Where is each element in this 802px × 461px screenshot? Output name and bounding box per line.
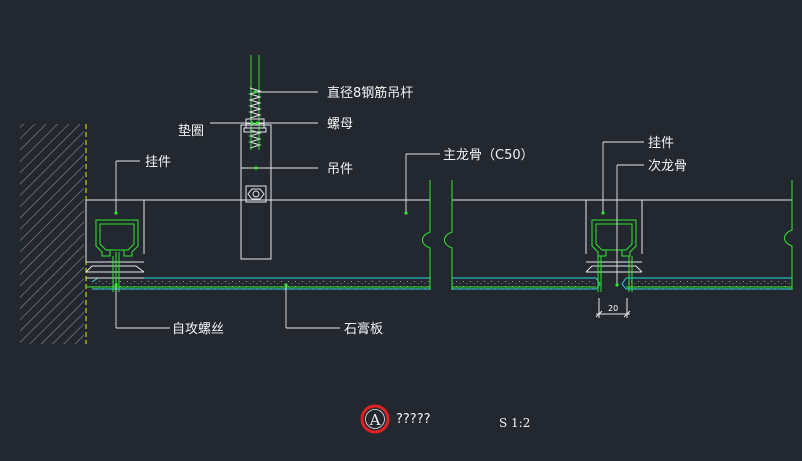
- break-lines: [422, 180, 793, 290]
- label-gypsum-board: 石膏板: [344, 321, 383, 337]
- label-washer: 垫圈: [178, 123, 204, 139]
- leader-markers: [114, 90, 619, 287]
- label-rod: 直径8钢筋吊杆: [327, 85, 413, 101]
- label-hanger-left: 挂件: [145, 155, 171, 170]
- leader-lines: [115, 91, 644, 329]
- secondary-keel-left: [85, 200, 145, 292]
- dimension-value: 20: [608, 304, 618, 313]
- section-marker-circle: [360, 404, 390, 434]
- main-keel: [86, 199, 792, 254]
- section-marker-letter: A: [369, 411, 381, 429]
- washer-and-nut: [243, 118, 267, 133]
- hanger-fitting: [240, 124, 272, 260]
- label-main-keel: 主龙骨（C50）: [443, 148, 534, 163]
- drawing-scale: S 1:2: [499, 416, 530, 430]
- gypsum-board: [86, 277, 792, 290]
- hanger-rod: [248, 55, 262, 150]
- wall: [20, 124, 87, 344]
- drawing-title: ?????: [396, 412, 431, 427]
- label-secondary-keel: 次龙骨: [648, 158, 687, 174]
- dimension-20: 20: [595, 298, 631, 318]
- label-nut: 螺母: [327, 117, 353, 132]
- secondary-keel-right: [585, 219, 643, 292]
- label-hanger-right: 挂件: [648, 136, 674, 151]
- label-screw: 自攻螺丝: [172, 322, 224, 337]
- title-block: A ????? S 1:2: [360, 404, 530, 434]
- label-hanger-fitting: 吊件: [327, 162, 353, 177]
